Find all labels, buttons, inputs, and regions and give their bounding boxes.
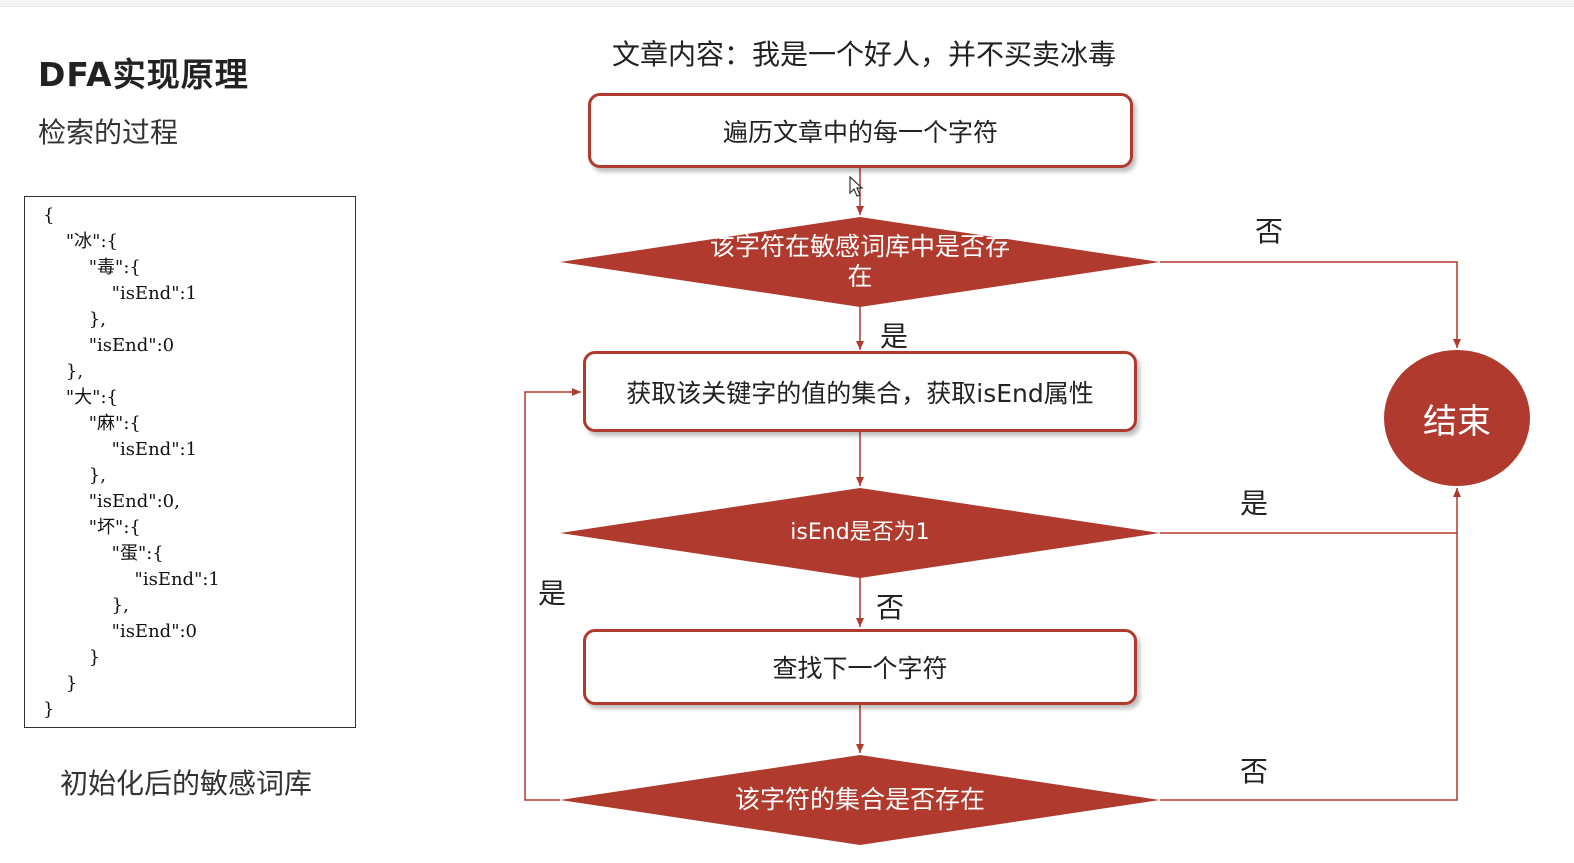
end-circle — [1384, 350, 1530, 486]
dictionary-code: { "冰":{ "毒":{ "isEnd":1 }, "isEnd":0 }, … — [43, 205, 220, 720]
node-check-set-label: 该字符的集合是否存在 — [734, 785, 985, 814]
diamond-check-isend — [560, 488, 1160, 578]
edge-set-no-to-end — [1160, 533, 1458, 801]
page-title: DFA实现原理 — [38, 55, 249, 94]
top-border — [0, 0, 1574, 7]
node-traverse: 遍历文章中的每一个字符 — [588, 93, 1133, 168]
label-exists-yes: 是 — [880, 320, 909, 353]
dictionary-code-box: { "冰":{ "毒":{ "isEnd":1 }, "isEnd":0 }, … — [24, 196, 356, 728]
code-caption: 初始化后的敏感词库 — [60, 767, 313, 800]
label-isend-yes: 是 — [1240, 487, 1269, 520]
edge-exists-no-to-end — [1160, 261, 1461, 348]
label-set-no: 否 — [1240, 755, 1269, 788]
article-content: 文章内容：我是一个好人，并不买卖冰毒 — [612, 38, 1117, 71]
node-get-set: 获取该关键字的值的集合，获取isEnd属性 — [583, 351, 1137, 432]
label-isend-no: 否 — [876, 591, 905, 624]
edge-isend-yes-to-end — [1160, 488, 1461, 534]
edge-set-yes-loop — [524, 388, 581, 801]
node-find-next-label: 查找下一个字符 — [772, 654, 948, 683]
node-check-exists-label: 该字符在敏感词库中是否存在 — [709, 232, 1010, 291]
node-traverse-label: 遍历文章中的每一个字符 — [722, 117, 998, 147]
node-get-set-label: 获取该关键字的值的集合，获取isEnd属性 — [626, 378, 1094, 408]
mouse-cursor-icon — [849, 176, 864, 197]
diamond-check-set — [560, 755, 1160, 845]
page-subtitle: 检索的过程 — [38, 116, 179, 149]
label-exists-no: 否 — [1255, 215, 1284, 248]
node-find-next: 查找下一个字符 — [583, 629, 1137, 705]
diamond-check-exists — [560, 217, 1160, 307]
label-set-yes: 是 — [538, 577, 567, 610]
node-end-label: 结束 — [1423, 401, 1491, 442]
node-check-isend-label: isEnd是否为1 — [790, 520, 930, 545]
